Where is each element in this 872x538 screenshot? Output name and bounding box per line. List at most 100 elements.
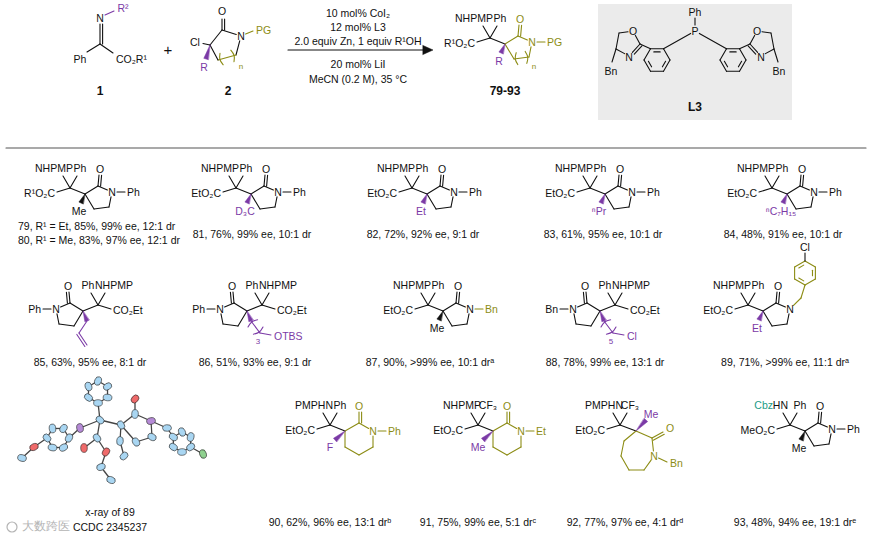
bond-line — [618, 175, 619, 186]
bond-line — [405, 176, 412, 188]
bond-line — [505, 44, 514, 59]
bond-line — [590, 176, 597, 188]
wedge-bond — [799, 431, 805, 441]
bond-line — [812, 270, 813, 276]
bond-line — [811, 197, 813, 207]
yield-caption: 86, 51%, 93% ee, 9:1 dr — [199, 356, 312, 368]
xray-atom — [177, 449, 186, 456]
atom-label: R¹O₂C — [444, 37, 475, 49]
bond-line — [521, 25, 522, 36]
wedge-bond — [600, 311, 606, 322]
xray-atom — [17, 454, 27, 463]
yield-caption: 90, 62%, 96% ee, 13:1 drᵇ — [269, 516, 391, 528]
atom-label: R — [200, 61, 208, 73]
bond-line — [490, 38, 505, 44]
bond-line — [251, 321, 260, 333]
bond-line — [262, 293, 269, 305]
bond-line — [662, 61, 665, 67]
bond-line — [818, 412, 819, 423]
bond-line — [620, 413, 627, 425]
atom-label: Ph — [82, 279, 95, 291]
bond-line — [492, 431, 493, 447]
bond-line — [452, 324, 467, 326]
yield-caption: 88, 78%, 99% ee, 13:1 dr — [546, 356, 665, 368]
bond-line — [234, 303, 247, 311]
bond-line — [526, 430, 534, 431]
bond-line — [255, 293, 262, 305]
bond-line — [91, 293, 98, 305]
bond-line — [659, 458, 667, 462]
bond-line — [415, 305, 428, 309]
bond-line — [99, 24, 100, 44]
bond-line — [624, 431, 636, 441]
xray-atom — [95, 415, 106, 426]
atom-label: O — [503, 400, 511, 412]
bond-line — [576, 324, 591, 326]
atom-label: EtO₂C — [433, 424, 463, 436]
bond-line — [218, 55, 236, 60]
bond-line — [796, 207, 811, 209]
atom-label: ⁿC₇H₁₅ — [766, 205, 796, 217]
bond-line — [459, 191, 467, 192]
xray-atom — [83, 392, 94, 403]
wedge-bond — [333, 431, 345, 442]
bond-line — [614, 207, 629, 209]
bond-line — [720, 49, 727, 60]
bond-line — [251, 186, 264, 194]
xray-caption: x-ray of 89 — [85, 506, 135, 518]
bond-line — [490, 26, 497, 38]
bond-line — [506, 412, 507, 423]
wedge-bond — [757, 311, 763, 321]
atom-label: CO₂R¹ — [116, 53, 147, 65]
atom-label: P — [691, 25, 698, 37]
bond-line — [493, 447, 507, 455]
atom-label: N — [757, 51, 765, 63]
bond-line — [651, 48, 664, 49]
atom-label: EtO₂C — [727, 187, 757, 199]
bond-line — [493, 423, 507, 431]
bond-line — [577, 188, 590, 192]
bond-line — [652, 432, 663, 438]
bond-line — [83, 305, 98, 311]
bond-line — [799, 278, 804, 281]
xray-atom — [103, 394, 112, 401]
bracket — [606, 327, 616, 334]
xray-atom — [101, 447, 112, 458]
bond-line — [224, 19, 225, 30]
atom-label: NHPMP — [737, 162, 775, 174]
bond-line — [372, 436, 373, 447]
bond-line — [57, 314, 59, 324]
atom-label: N — [52, 303, 60, 315]
bond-line — [613, 333, 624, 335]
bracket — [601, 320, 611, 327]
bond-line — [537, 41, 545, 42]
atom-label: Ph — [794, 399, 807, 411]
atom-label: O — [228, 280, 236, 292]
bond-line — [344, 431, 345, 447]
atom-label: Cl — [800, 241, 810, 253]
atom-label: N — [466, 303, 474, 315]
atom-label: Ph — [416, 162, 429, 174]
bond-line — [63, 176, 70, 188]
bond-line — [459, 292, 460, 303]
bond-line — [616, 33, 619, 49]
atom-label: Ph — [127, 186, 140, 198]
xray-atom — [185, 442, 196, 453]
yield-caption: 91, 75%, 99% ee, 5:1 drᶜ — [420, 516, 536, 528]
xray-atom — [162, 424, 172, 432]
reaction-condition: 20 mol% LiI — [331, 58, 386, 70]
bond-line — [800, 186, 809, 190]
bond-line — [795, 261, 805, 267]
watermark-logo — [7, 522, 17, 532]
atom-label: PG — [256, 24, 271, 36]
bond-line — [574, 314, 576, 324]
reaction-condition: 2.0 equiv Zn, 1 equiv R¹OH — [294, 35, 421, 47]
bond-line — [223, 324, 238, 326]
xray-atom — [102, 381, 113, 391]
bond-line — [605, 194, 614, 209]
bond-line — [267, 175, 268, 186]
bond-line — [664, 49, 671, 60]
bond-line — [790, 413, 797, 425]
bond-line — [741, 293, 748, 305]
wedge-bond — [247, 311, 253, 322]
